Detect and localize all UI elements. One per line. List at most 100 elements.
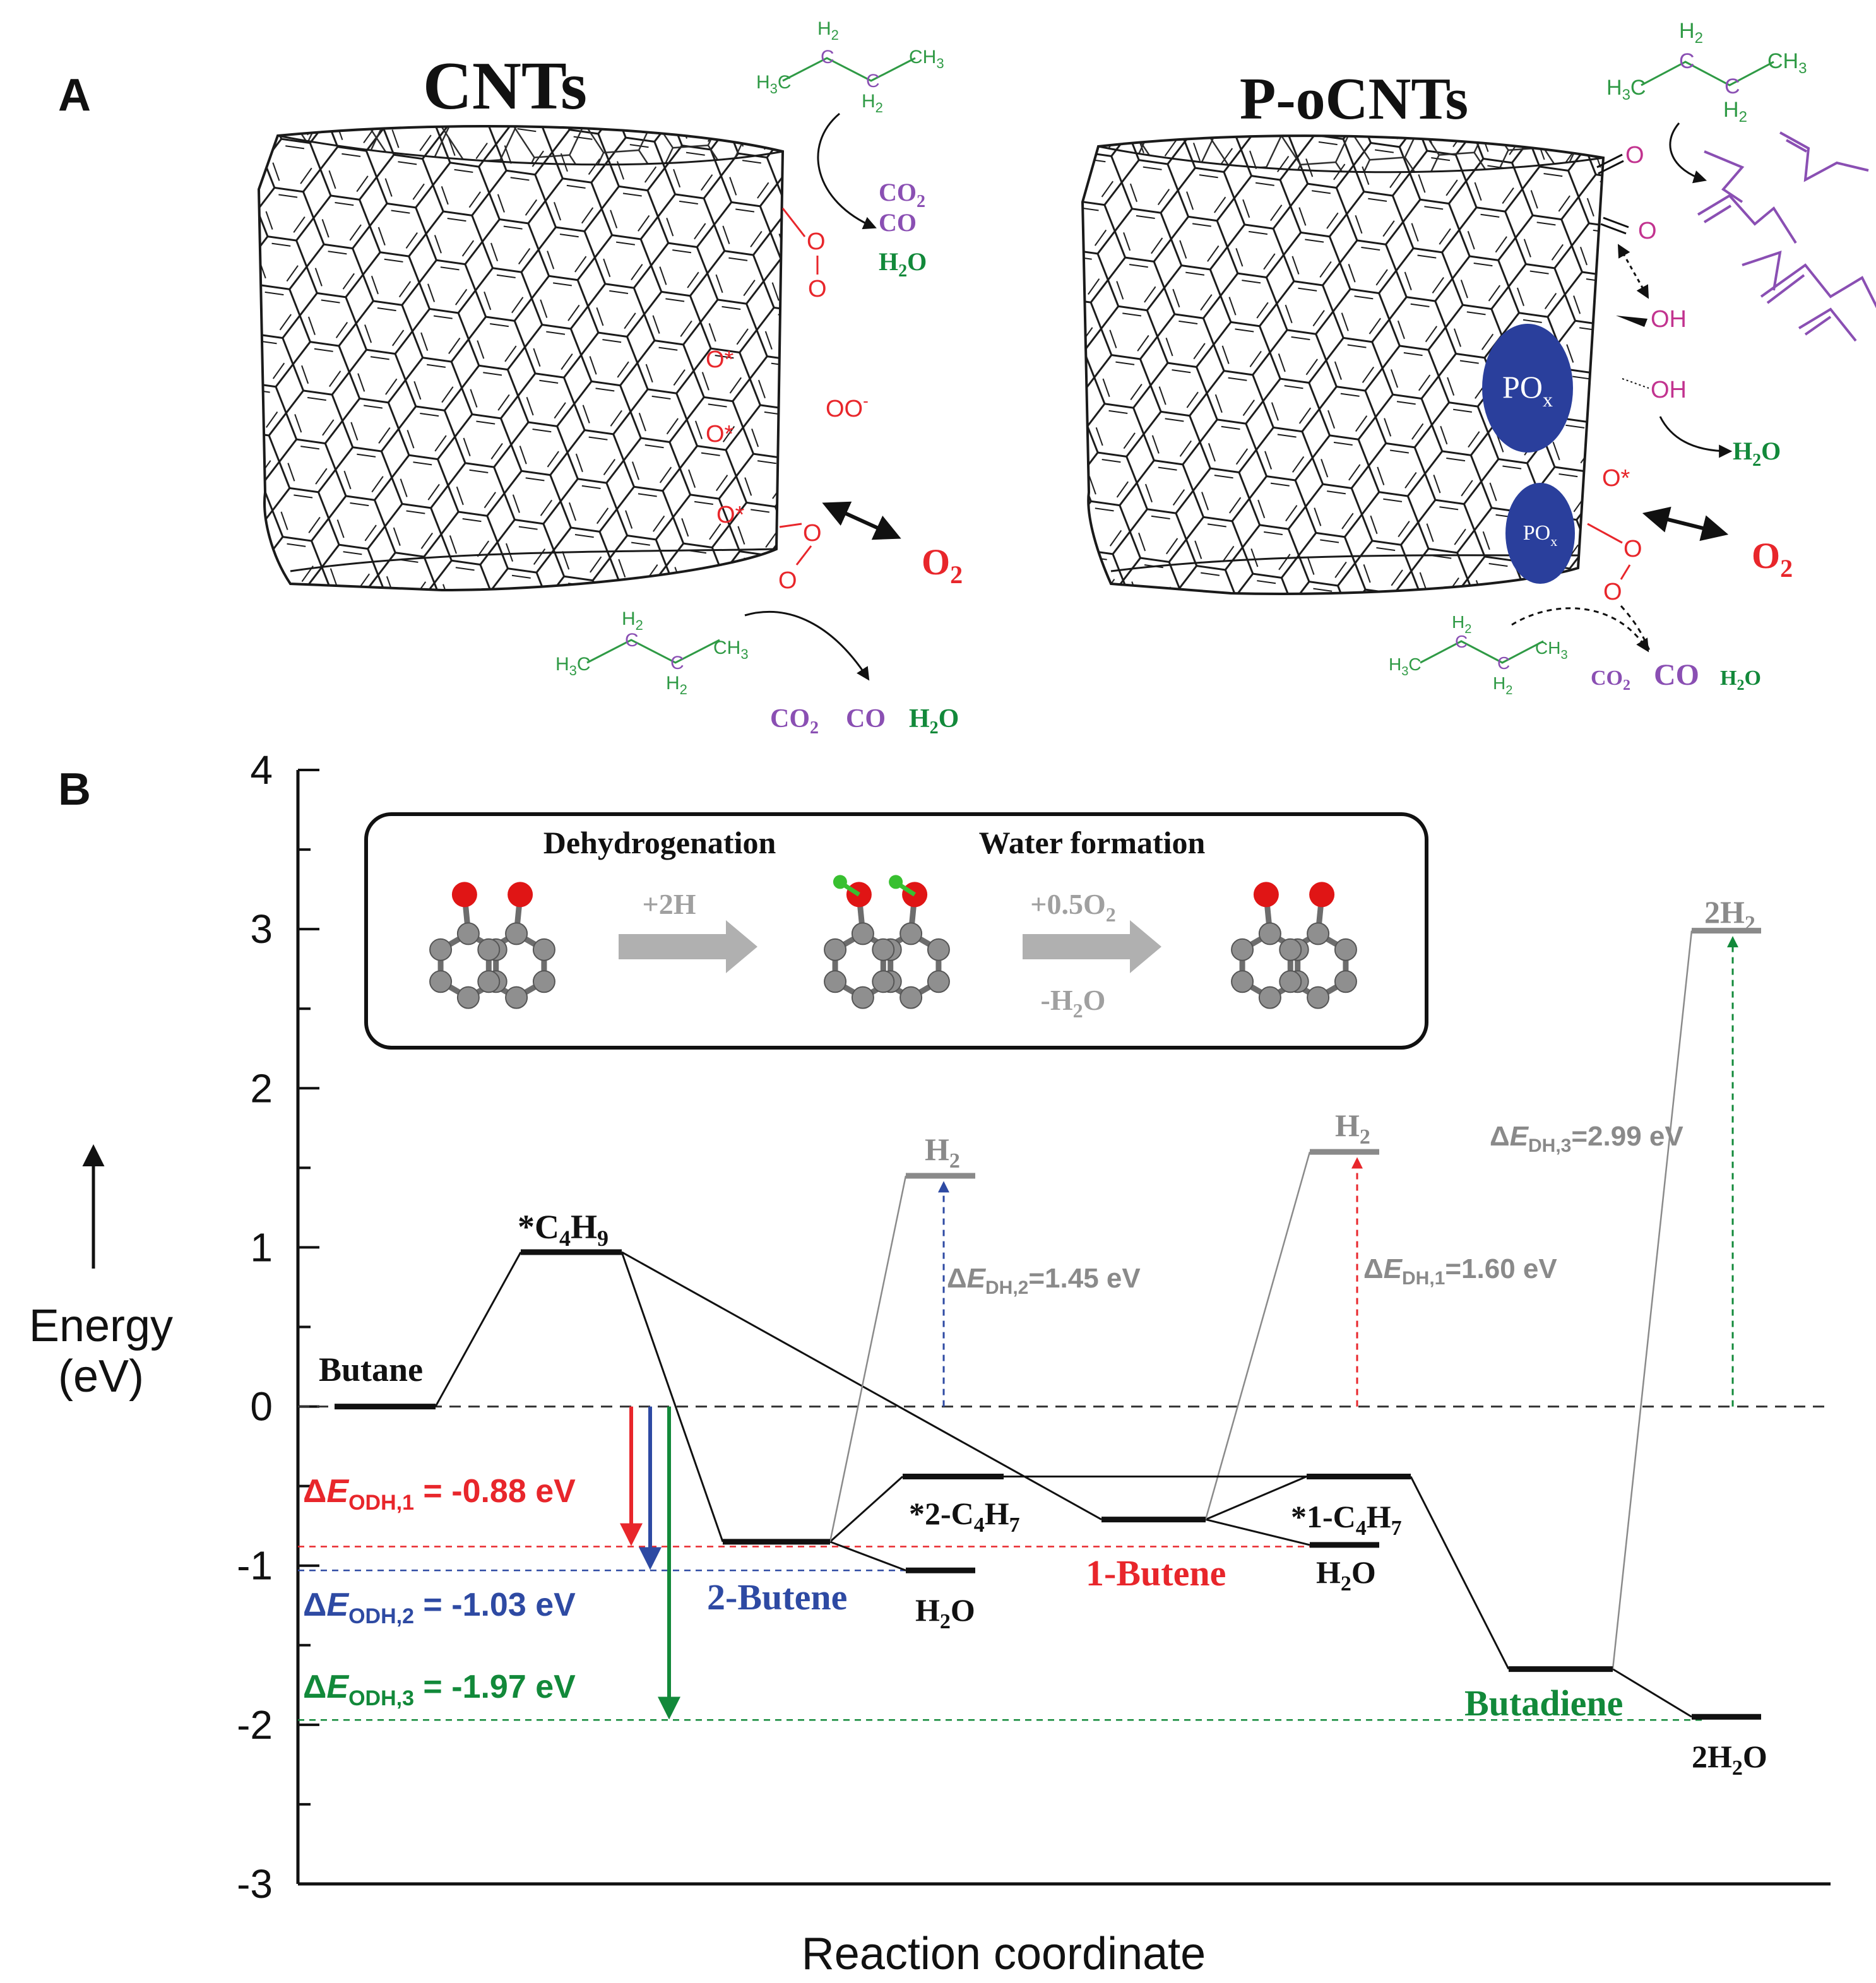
svg-text:C: C	[625, 630, 639, 651]
connector-1butene-h2	[1204, 1151, 1311, 1520]
carbon-atom	[1307, 922, 1330, 945]
carbon-atom	[851, 922, 874, 945]
inset-title-dehydrogenation: Dehydrogenation	[543, 825, 776, 860]
svg-text:C: C	[1497, 653, 1510, 673]
svg-text:O*: O*	[716, 502, 745, 528]
svg-text:O*: O*	[706, 421, 734, 447]
svg-text:C: C	[670, 653, 684, 673]
oxygen-atom	[451, 882, 477, 908]
carbon-atom	[851, 986, 874, 1009]
connector-1butene-h2o	[1205, 1518, 1310, 1546]
carbon-atom	[1231, 938, 1254, 961]
svg-text:H3C: H3C	[1606, 76, 1646, 104]
label-1-butene: 1-Butene	[1086, 1553, 1226, 1594]
connector-2butene-h2	[829, 1175, 907, 1542]
label-h2-1: H2	[1335, 1108, 1370, 1149]
hydrogen-atom	[889, 875, 903, 889]
label-2h2: 2H2	[1704, 894, 1755, 935]
butane-structure-bottom-left: H2 H2 H3C C C CH3	[555, 608, 749, 697]
label-h2o-1: H2O	[1316, 1554, 1376, 1595]
inset-arrow-water-formation	[1023, 920, 1161, 973]
svg-text:C: C	[1679, 49, 1695, 73]
o2-exchange-arrow-left	[822, 501, 901, 540]
carbon-atom	[1258, 922, 1281, 945]
connector-butadiene-2h2	[1612, 930, 1693, 1669]
svg-text:O: O	[778, 567, 797, 594]
carbon-atom	[872, 938, 895, 961]
pocnts-title: P-oCNTs	[1240, 66, 1468, 132]
connector-butadiene-2h2o	[1612, 1668, 1692, 1718]
y-tick-label: -2	[237, 1702, 273, 1748]
oxygen-groups-right: O O OH OH O* O O	[1587, 142, 1687, 605]
cnt-tube-left	[257, 125, 785, 592]
label-c4h9: *C4H9	[518, 1208, 609, 1251]
connector-c4h9-2butene	[620, 1252, 724, 1542]
carbon-atom	[927, 970, 950, 993]
products-top-left: CO2 CO H2O	[879, 178, 927, 281]
y-tick-label: 0	[250, 1384, 273, 1430]
y-tick-label: 3	[250, 906, 273, 952]
carbon-atom	[1334, 970, 1357, 993]
o2-label-right: O2	[1752, 535, 1793, 583]
svg-text:H2: H2	[817, 18, 839, 43]
y-tick-label: -1	[237, 1543, 273, 1589]
dashed-arrow-from-o-right	[1620, 605, 1652, 654]
svg-text:H2O: H2O	[1720, 666, 1761, 694]
connector-c4h7-butadiene	[1410, 1476, 1510, 1670]
svg-text:C: C	[1455, 632, 1468, 651]
label-1-c4h7: *1-C4H7	[1291, 1499, 1402, 1540]
energy-axes	[296, 769, 1831, 1886]
carbon-atom	[456, 986, 480, 1009]
inset-arrow-dehydrogenation	[619, 920, 757, 973]
products-bottom-left: CO2 CO H2O	[770, 704, 959, 738]
svg-text:OO-: OO-	[826, 391, 869, 422]
carbon-atom	[1279, 938, 1302, 961]
carbon-atom	[899, 986, 923, 1009]
energy-annotations: ΔEODH,1 = -0.88 eV ΔEODH,2 = -1.03 eV ΔE…	[303, 1121, 1683, 1710]
svg-text:O: O	[807, 228, 826, 255]
oxygen-atom	[508, 882, 533, 908]
annotation-dh2: ΔEDH,2=1.45 eV	[947, 1263, 1141, 1298]
inset-arrow1-label: +2H	[643, 888, 696, 920]
carbon-atom	[899, 922, 923, 945]
carbon-atom	[1307, 986, 1330, 1009]
oxygen-atom	[1309, 882, 1335, 908]
connector-2butene-h2o	[829, 1541, 906, 1572]
carbon-atom	[505, 922, 528, 945]
panel-a-label: A	[58, 70, 91, 121]
svg-text:CO2: CO2	[879, 178, 925, 211]
y-axis-label-line2: (eV)	[58, 1351, 144, 1402]
svg-text:C: C	[866, 71, 880, 92]
panel-b-label: B	[58, 764, 91, 815]
svg-text:CH3: CH3	[1767, 49, 1807, 77]
inset-title-water-formation: Water formation	[979, 825, 1206, 860]
carbon-atom	[532, 938, 555, 961]
annotation-odh3: ΔEODH,3 = -1.97 eV	[303, 1669, 576, 1710]
h2o-label-right: H2O	[1733, 437, 1781, 470]
oxygen-atom	[1253, 882, 1279, 908]
carbon-atom	[824, 938, 847, 961]
svg-text:CO2: CO2	[770, 704, 819, 738]
hydrogen-atom	[833, 875, 847, 889]
svg-text:CO: CO	[1654, 658, 1699, 692]
annotation-dh3: ΔEDH,3=2.99 eV	[1490, 1121, 1683, 1156]
svg-text:O: O	[1603, 579, 1622, 605]
svg-text:O: O	[803, 520, 822, 547]
cnts-title: CNTs	[423, 49, 587, 124]
butane-structure-bottom-right: H2 H2 H3C C C CH3	[1389, 612, 1568, 697]
energy-diagram	[298, 928, 1831, 1721]
y-tick-label: 2	[250, 1065, 273, 1111]
products-bottom-right: CO2 CO H2O	[1591, 658, 1761, 694]
svg-text:H2O: H2O	[909, 704, 959, 738]
annotation-dh1: ΔEDH,1=1.60 eV	[1363, 1253, 1557, 1289]
svg-text:O: O	[1638, 218, 1657, 244]
label-h2o-2: H2O	[915, 1592, 975, 1633]
svg-text:H2: H2	[1679, 19, 1703, 47]
svg-text:H2: H2	[666, 673, 687, 697]
carbon-atom	[429, 970, 453, 993]
y-tick-label: -3	[237, 1861, 273, 1907]
carbon-atom	[1279, 970, 1302, 993]
svg-text:C: C	[821, 47, 834, 68]
svg-text:H2: H2	[1452, 612, 1471, 636]
svg-text:CO: CO	[846, 704, 886, 733]
